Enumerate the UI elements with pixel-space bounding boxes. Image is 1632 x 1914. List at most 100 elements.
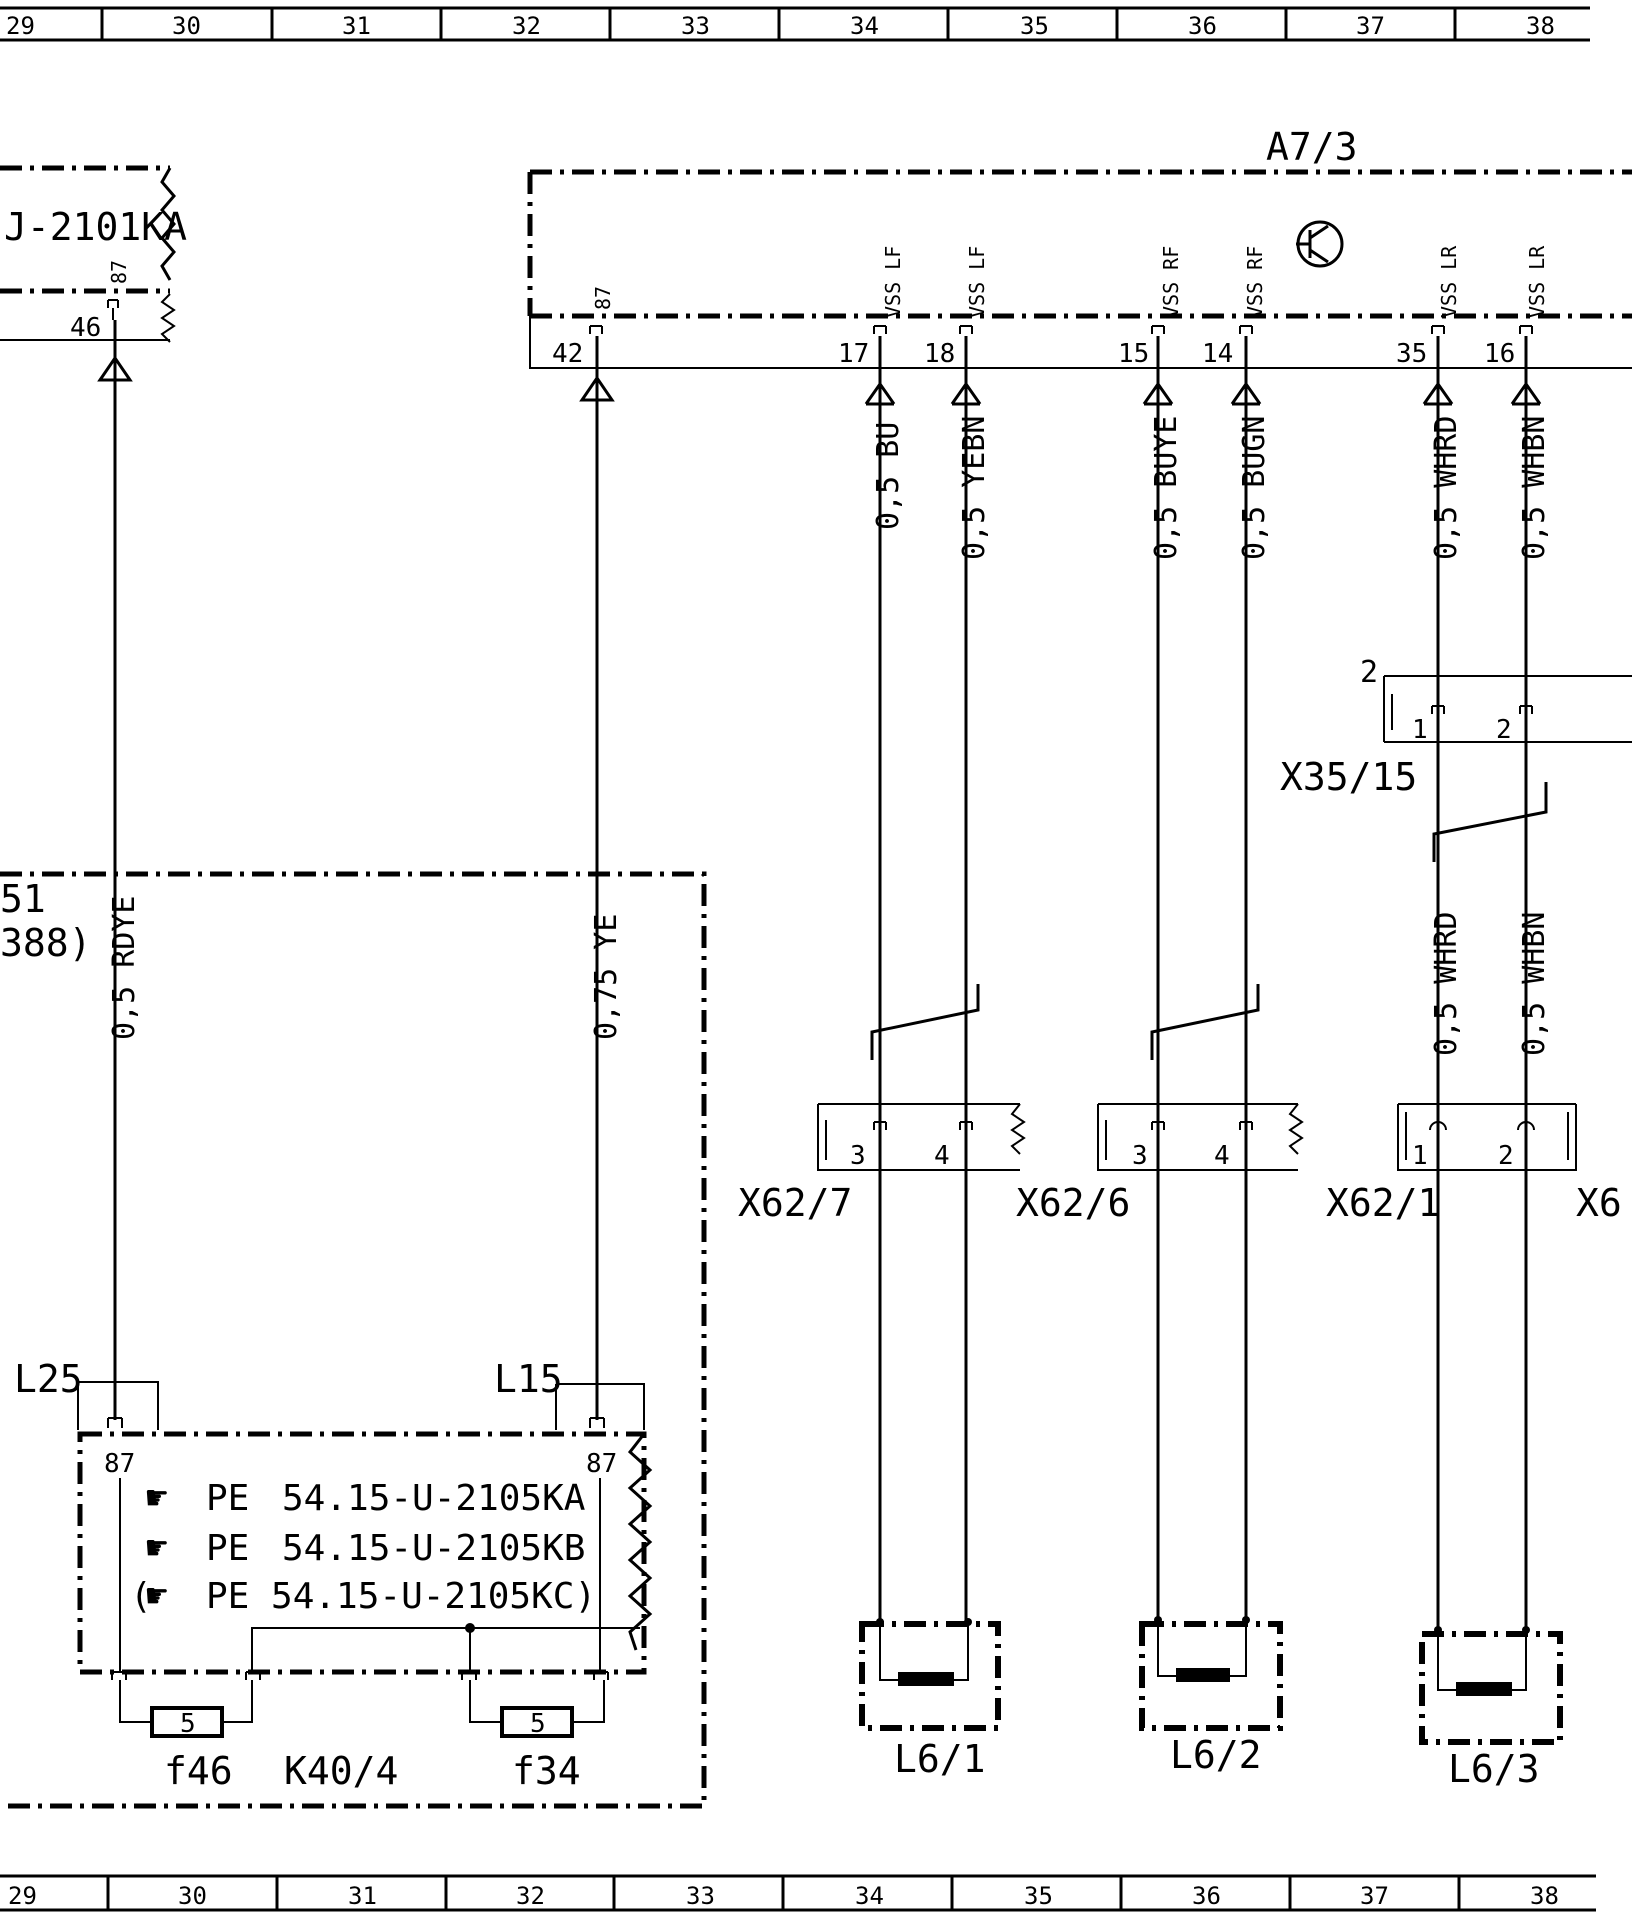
ruler-cell-30: 30 — [172, 12, 201, 40]
signal-vss-rf-2: VSS RF — [1243, 246, 1267, 318]
signal-vss-lr-1: VSS LR — [1437, 245, 1461, 318]
wire-label-whbn-bottom: 0,5 WHBN — [1517, 912, 1552, 1057]
left-ref-label: J-2101KA — [4, 205, 187, 249]
x62-6-pin-3: 3 — [1132, 1141, 1148, 1171]
transistor-icon — [1296, 220, 1344, 268]
l6-3-label: L6/3 — [1448, 1747, 1540, 1791]
k40-4-box: 51 388) K40/4 — [0, 871, 707, 1809]
ref-prefix-kc: ( — [130, 1576, 152, 1617]
k40-4-label: K40/4 — [284, 1749, 398, 1793]
ref-code-ka: 54.15-U-2105KA — [282, 1478, 586, 1519]
ruler-cell-38: 38 — [1530, 1882, 1559, 1910]
ruler-cell-37: 37 — [1356, 12, 1385, 40]
l6-1-label: L6/1 — [894, 1737, 986, 1781]
x62-1-label: X62/1 — [1326, 1181, 1440, 1225]
pointer-hand-icon: ☛ — [146, 1478, 168, 1519]
wire-set — [97, 320, 1542, 1630]
l6-3-sensor: L6/3 — [1419, 1626, 1563, 1791]
wire-label-bu: 0,5 BU — [871, 422, 906, 530]
l6-2-label: L6/2 — [1170, 1733, 1262, 1777]
k40-pin-87-left: 87 — [104, 1449, 135, 1479]
twist-lf — [870, 984, 980, 1060]
x35-pin-1: 1 — [1412, 715, 1428, 745]
pin-14: 14 — [1202, 339, 1233, 369]
x62-7-label: X62/7 — [738, 1181, 852, 1225]
left-partial-label-2: 388) — [0, 921, 92, 965]
ruler-cell-29: 29 — [6, 12, 35, 40]
pin-18: 18 — [924, 339, 955, 369]
l25-label: L25 — [14, 1357, 83, 1401]
ref-line-kc: ( ☛ PE 54.15-U-2105KC) — [130, 1576, 596, 1617]
bottom-ruler: 29 30 31 32 33 34 35 36 37 38 — [0, 1874, 1596, 1912]
ruler-cell-34: 34 — [850, 12, 879, 40]
pin-87-a7: 87 — [591, 286, 615, 310]
signal-vss-lf-2: VSS LF — [965, 246, 989, 318]
ruler-cell-34: 34 — [855, 1882, 884, 1910]
pin-46-left: 46 — [70, 313, 101, 343]
pin-17: 17 — [838, 339, 869, 369]
pointer-hand-icon: ☛ — [146, 1576, 168, 1617]
x62-1-pin-1: 1 — [1412, 1141, 1428, 1171]
ruler-cell-29: 29 — [8, 1882, 37, 1910]
ruler-cell-38: 38 — [1526, 12, 1555, 40]
top-ruler: 29 30 31 32 33 34 35 36 37 38 — [0, 6, 1590, 42]
x35-15-pin-group: 2 — [1360, 655, 1378, 690]
signal-vss-lr-2: VSS LR — [1525, 245, 1549, 318]
wire-label-yebn: 0,5 YEBN — [957, 416, 992, 561]
ruler-cell-32: 32 — [512, 12, 541, 40]
pin-87-left: 87 — [107, 260, 131, 284]
a7-3-label: A7/3 — [1266, 125, 1358, 169]
pin-15: 15 — [1118, 339, 1149, 369]
ruler-cell-37: 37 — [1360, 1882, 1389, 1910]
ruler-cell-31: 31 — [342, 12, 371, 40]
pointer-hand-icon: ☛ — [146, 1528, 168, 1569]
ref-code-kc: PE 54.15-U-2105KC) — [206, 1576, 596, 1617]
ruler-cell-33: 33 — [686, 1882, 715, 1910]
x62-cut-label: X6 — [1576, 1181, 1622, 1225]
ruler-cell-33: 33 — [681, 12, 710, 40]
a7-3-module: A7/3 87 42 VSS LF VSS LF VSS RF VSS RF V… — [527, 125, 1632, 369]
pin-35: 35 — [1396, 339, 1427, 369]
wire-label-whrd-bottom: 0,5 WHRD — [1429, 912, 1464, 1057]
pin-16: 16 — [1484, 339, 1515, 369]
ruler-cell-35: 35 — [1020, 12, 1049, 40]
ruler-cell-32: 32 — [516, 1882, 545, 1910]
signal-vss-rf-1: VSS RF — [1159, 246, 1183, 318]
x62-6-connector: 3 4 X62/6 — [1016, 1103, 1304, 1225]
wire-label-bugn: 0,5 BUGN — [1237, 416, 1272, 561]
x35-15-connector: 2 1 2 X35/15 — [1280, 655, 1632, 862]
ruler-cell-36: 36 — [1192, 1882, 1221, 1910]
fuse-relay-module: L25 L15 87 87 ☛ PE 54.15-U-2105KA ☛ PE 5… — [14, 1357, 653, 1793]
ref-code-kb: 54.15-U-2105KB — [282, 1528, 585, 1569]
l15-label: L15 — [494, 1357, 563, 1401]
x62-6-pin-4: 4 — [1214, 1141, 1230, 1171]
signal-vss-lf-1: VSS LF — [881, 246, 905, 318]
fuse-f34-value: 5 — [530, 1709, 546, 1739]
fuse-f46-value: 5 — [180, 1709, 196, 1739]
ruler-cell-31: 31 — [348, 1882, 377, 1910]
wire-label-buye: 0,5 BUYE — [1149, 416, 1184, 561]
x62-7-pin-4: 4 — [934, 1141, 950, 1171]
pin-42: 42 — [552, 339, 583, 369]
ref-prefix-ka: PE — [206, 1478, 249, 1519]
ref-prefix-kb: PE — [206, 1528, 249, 1569]
x62-7-pin-3: 3 — [850, 1141, 866, 1171]
fuse-f46-label: f46 — [164, 1749, 233, 1793]
wire-label-rdye: 0,5 RDYE — [107, 896, 142, 1041]
l6-2-sensor: L6/2 — [1139, 1616, 1283, 1777]
left-partial-label-1: 51 — [0, 877, 46, 921]
ruler-cell-36: 36 — [1188, 12, 1217, 40]
x62-1-pin-2: 2 — [1498, 1141, 1514, 1171]
x35-pin-2: 2 — [1496, 715, 1512, 745]
x62-7-connector: 3 4 X62/7 — [738, 1103, 1026, 1225]
wire-label-ye: 0,75 YE — [589, 914, 624, 1040]
l6-1-sensor: L6/1 — [859, 1618, 1001, 1781]
left-partial-module: J-2101KA 87 46 — [0, 165, 187, 343]
x62-1-connector: 1 2 X62/1 X6 — [1326, 1103, 1622, 1225]
ref-line-kb: ☛ PE 54.15-U-2105KB — [146, 1528, 585, 1569]
ref-line-ka: ☛ PE 54.15-U-2105KA — [146, 1478, 586, 1519]
wire-label-whbn-top: 0,5 WHBN — [1517, 416, 1552, 561]
fuse-f34-label: f34 — [512, 1749, 581, 1793]
x35-15-label: X35/15 — [1280, 755, 1417, 799]
ruler-cell-35: 35 — [1024, 1882, 1053, 1910]
